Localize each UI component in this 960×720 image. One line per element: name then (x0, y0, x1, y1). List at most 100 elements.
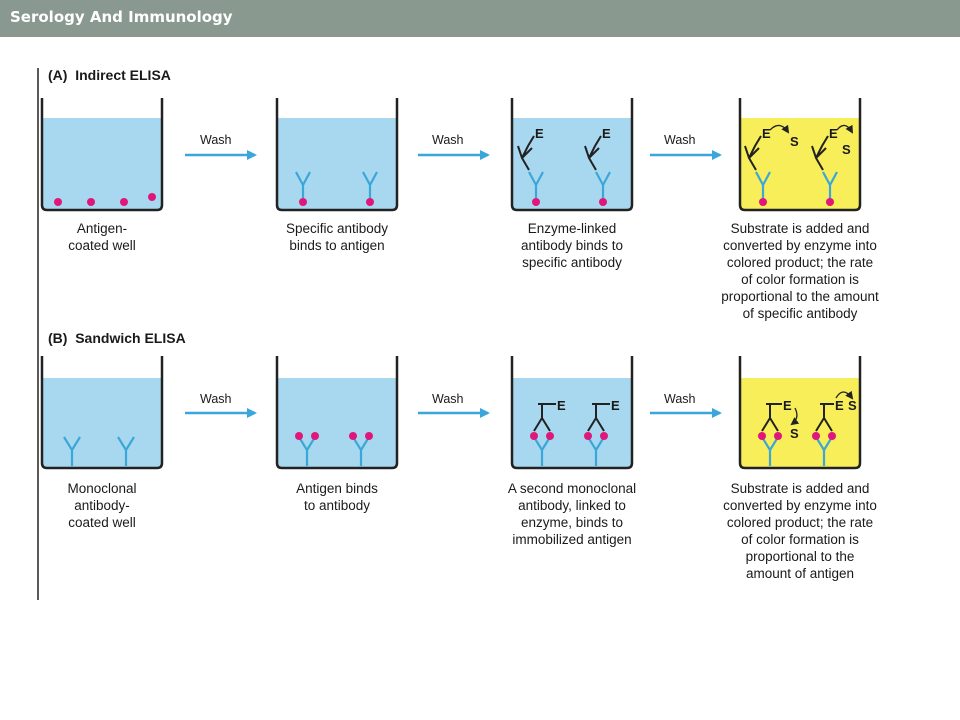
substrate-label: S (790, 426, 799, 441)
well-wall (40, 356, 164, 470)
antigen (87, 198, 95, 206)
substrate-label: S (842, 142, 851, 157)
antigen (530, 432, 538, 440)
capture-antibody (63, 436, 135, 466)
wash-label: Wash (432, 392, 464, 406)
wash-label: Wash (664, 133, 696, 147)
caption-a1: Antigen- coated well (68, 221, 136, 253)
antigen (759, 198, 767, 206)
well-liquid (277, 378, 397, 468)
svg-text:Enzyme-linked: Enzyme-linked (528, 221, 617, 236)
well-a1 (40, 98, 164, 212)
svg-text:converted by enzyme into: converted by enzyme into (723, 498, 877, 513)
detection-antibody (761, 403, 834, 432)
svg-text:of color formation is: of color formation is (741, 532, 859, 547)
antigen (311, 432, 319, 440)
caption-a2: Specific antibody binds to antigen (286, 221, 388, 253)
antibody (295, 171, 378, 198)
conversion-arrow (835, 390, 854, 400)
enzyme-label: E (762, 126, 771, 141)
svg-text:Antigen-: Antigen- (77, 221, 127, 236)
svg-text:amount of antigen: amount of antigen (746, 566, 854, 581)
well-wall (275, 356, 399, 470)
svg-text:Antigen binds: Antigen binds (296, 481, 378, 496)
antibody (528, 171, 611, 198)
svg-text:Substrate is added and: Substrate is added and (731, 481, 870, 496)
enzyme-label: E (783, 398, 792, 413)
enzyme-label: E (611, 398, 620, 413)
antigen (148, 193, 156, 201)
svg-text:colored product; the rate: colored product; the rate (727, 515, 873, 530)
antigen (295, 432, 303, 440)
enzyme-linked-antibody (517, 135, 602, 171)
antigen (584, 432, 592, 440)
svg-text:specific antibody: specific antibody (522, 255, 622, 270)
caption-b3: A second monoclonal antibody, linked to … (508, 481, 636, 547)
svg-text:Specific antibody: Specific antibody (286, 221, 388, 236)
caption-b2: Antigen binds to antibody (296, 481, 378, 513)
caption-b4: Substrate is added and converted by enzy… (723, 481, 877, 581)
wash-label: Wash (432, 133, 464, 147)
well-b3: E E (510, 356, 634, 470)
svg-text:coated well: coated well (68, 515, 136, 530)
enzyme-label: E (602, 126, 611, 141)
well-wall (738, 98, 862, 212)
antigen (532, 198, 540, 206)
well-a2 (275, 98, 399, 212)
antigen (54, 198, 62, 206)
detection-antibody (533, 403, 610, 432)
antibody (755, 171, 838, 198)
svg-text:colored product; the rate: colored product; the rate (727, 255, 873, 270)
antigen (828, 432, 836, 440)
svg-text:A second monoclonal: A second monoclonal (508, 481, 636, 496)
well-liquid (740, 118, 860, 210)
slide-title: Serology And Immunology (10, 8, 233, 26)
panel-a-label: (A) Indirect ELISA (48, 67, 171, 83)
well-a4: E E S S (738, 98, 862, 212)
well-b1 (40, 356, 164, 470)
antigen (349, 432, 357, 440)
svg-text:antibody-: antibody- (74, 498, 130, 513)
well-liquid (42, 118, 162, 210)
substrate-label: S (790, 134, 799, 149)
well-liquid (512, 118, 632, 210)
antigen (546, 432, 554, 440)
antigen (120, 198, 128, 206)
antigen (774, 432, 782, 440)
caption-a4: Substrate is added and converted by enzy… (721, 221, 879, 321)
well-liquid (740, 378, 860, 468)
panel-b-label: (B) Sandwich ELISA (48, 330, 186, 346)
well-b4: E E S S (738, 356, 862, 470)
antigen (299, 198, 307, 206)
well-liquid (42, 378, 162, 468)
well-liquid (512, 378, 632, 468)
svg-text:converted by enzyme into: converted by enzyme into (723, 238, 877, 253)
antigen (826, 198, 834, 206)
well-wall (40, 98, 164, 212)
enzyme-label: E (557, 398, 566, 413)
well-wall (510, 98, 634, 212)
antigen (365, 432, 373, 440)
well-wall (275, 98, 399, 212)
svg-text:immobilized antigen: immobilized antigen (512, 532, 631, 547)
antigen (600, 432, 608, 440)
wash-label: Wash (664, 392, 696, 406)
antigen (812, 432, 820, 440)
svg-text:proportional to the amount: proportional to the amount (721, 289, 879, 304)
substrate-label: S (848, 398, 857, 413)
svg-text:binds to antigen: binds to antigen (289, 238, 384, 253)
well-a3: E E (510, 98, 634, 212)
well-liquid (277, 118, 397, 210)
enzyme-label: E (835, 398, 844, 413)
title-bar: Serology And Immunology (0, 0, 960, 37)
svg-text:antibody binds to: antibody binds to (521, 238, 623, 253)
svg-text:Monoclonal: Monoclonal (67, 481, 136, 496)
enzyme-label: E (535, 126, 544, 141)
svg-text:antibody, linked to: antibody, linked to (518, 498, 626, 513)
caption-a3: Enzyme-linked antibody binds to specific… (521, 221, 623, 270)
svg-text:enzyme, binds to: enzyme, binds to (521, 515, 623, 530)
well-wall (510, 356, 634, 470)
svg-text:of color formation is: of color formation is (741, 272, 859, 287)
svg-text:coated well: coated well (68, 238, 136, 253)
